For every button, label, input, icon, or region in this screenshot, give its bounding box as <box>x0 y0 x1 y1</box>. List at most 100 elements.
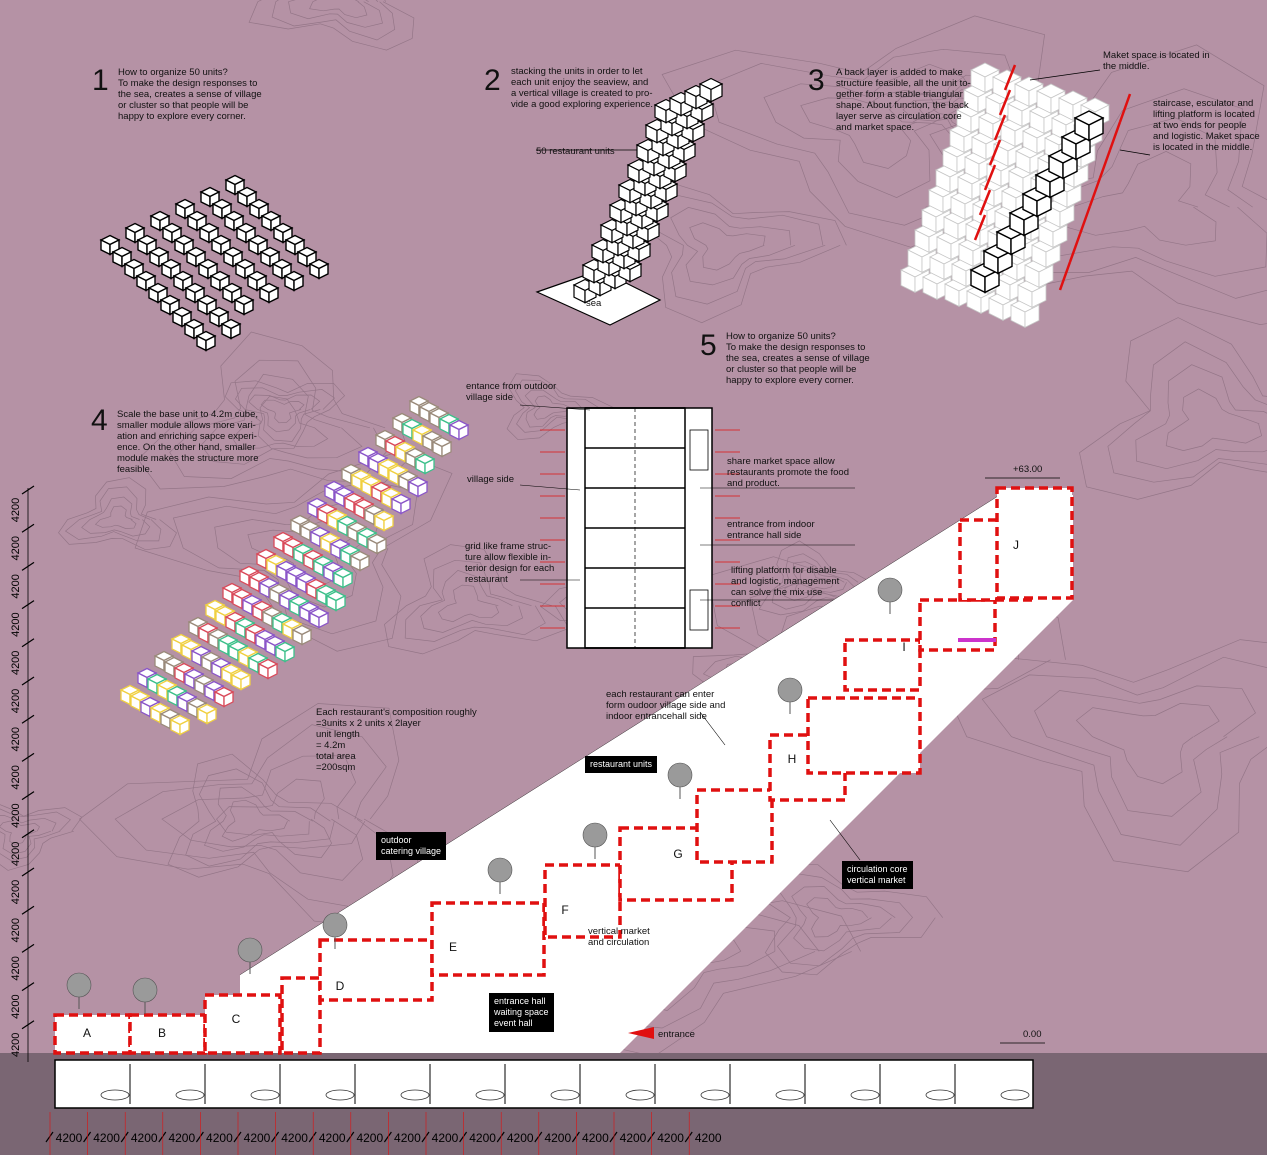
cube <box>248 571 270 593</box>
cube <box>995 224 1027 256</box>
car-icon <box>1000 1089 1030 1101</box>
dim-tick <box>45 1131 54 1143</box>
tree-icon <box>667 762 693 788</box>
dim-v-tick <box>21 523 35 533</box>
dim-v-label: 4200 <box>10 956 22 980</box>
dim-tick <box>233 1131 242 1143</box>
red-stair <box>1088 177 1102 207</box>
cube <box>922 269 952 301</box>
tree-icon <box>777 677 803 703</box>
cube <box>220 318 242 340</box>
cube <box>217 634 239 656</box>
red-stair <box>1003 64 1017 91</box>
cube <box>698 77 724 103</box>
dim-tick <box>571 1131 580 1143</box>
diagram-5-plan <box>519 404 855 649</box>
sea-plane <box>535 269 662 326</box>
dim-label: 4200 <box>695 1131 722 1145</box>
dim-v-label: 4200 <box>10 880 22 904</box>
tree-icon <box>877 577 903 603</box>
dim-tick <box>308 1131 317 1143</box>
cube <box>213 686 235 708</box>
restaurant-box <box>918 598 997 652</box>
cube <box>1047 148 1079 180</box>
cube <box>332 567 354 589</box>
dim-v-tick <box>21 791 35 801</box>
red-stair <box>978 189 992 216</box>
dim-v-label: 4200 <box>10 574 22 598</box>
red-stair <box>1078 205 1092 235</box>
cube <box>222 246 244 268</box>
cube <box>149 702 171 724</box>
dim-v-tick <box>21 561 35 571</box>
cube <box>196 703 218 725</box>
unit-letter: E <box>449 940 457 954</box>
step-5-text: How to organize 50 units? To make the de… <box>726 331 870 386</box>
dim-tick <box>684 1131 693 1143</box>
dim-v-tick <box>21 943 35 953</box>
step-5-number: 5 <box>700 329 717 362</box>
cube <box>296 246 318 268</box>
car-icon <box>550 1089 580 1101</box>
dim-label: 4200 <box>657 1131 684 1145</box>
cube <box>209 270 231 292</box>
step-1-number: 1 <box>92 64 109 97</box>
dim-v-label: 4200 <box>10 1033 22 1057</box>
cube <box>174 198 196 220</box>
cube <box>211 198 233 220</box>
dim-label: 4200 <box>356 1131 383 1145</box>
tree-icon <box>322 912 348 938</box>
dim-label: 4200 <box>56 1131 83 1145</box>
cube <box>148 246 170 268</box>
unit-letter: G <box>673 847 682 861</box>
dim-v-label: 4200 <box>10 765 22 789</box>
cube <box>129 690 151 712</box>
dim-v-tick <box>21 867 35 877</box>
magenta-bar <box>958 638 996 642</box>
dim-v-label: 4200 <box>10 612 22 636</box>
level-ground: 0.00 <box>1023 1029 1042 1040</box>
dim-v-tick <box>21 638 35 648</box>
cube <box>390 493 412 515</box>
car-icon <box>475 1089 505 1101</box>
dim-v-tick <box>21 485 35 495</box>
cube <box>233 294 255 316</box>
dim-tick <box>120 1131 129 1143</box>
restaurant-box <box>843 638 922 692</box>
unit-letter: B <box>158 1026 166 1040</box>
enter-leader <box>699 711 726 746</box>
dim-tick <box>383 1131 392 1143</box>
red-stair <box>973 214 987 241</box>
entrance-arrow <box>628 1027 654 1039</box>
diagram-1-cube-field <box>99 174 330 352</box>
red-stair <box>1068 233 1082 263</box>
label-circulation-core: circulation core vertical market <box>842 861 913 889</box>
dim-tick <box>83 1131 92 1143</box>
cube <box>1073 110 1105 142</box>
car-icon <box>925 1089 955 1101</box>
dim-label: 4200 <box>206 1131 233 1145</box>
unit-letter: H <box>788 752 797 766</box>
cube <box>308 607 330 629</box>
red-stair <box>993 114 1007 141</box>
step-4-number: 4 <box>91 404 108 437</box>
tree-icon <box>582 822 608 848</box>
step-3-text: A back layer is added to make structure … <box>836 67 971 133</box>
car-icon <box>400 1089 430 1101</box>
red-stair <box>1098 149 1112 179</box>
dim-v-label: 4200 <box>10 498 22 522</box>
dim-label: 4200 <box>620 1131 647 1145</box>
unit-letter: C <box>232 1012 241 1026</box>
cube <box>123 258 145 280</box>
cube <box>271 258 293 280</box>
cube <box>349 550 371 572</box>
market-note: Maket space is located in the middle. <box>1103 50 1210 72</box>
label-lifting: lifting platform for disable and logisti… <box>731 565 840 609</box>
label-grid: grid like frame struc- ture allow flexib… <box>465 541 555 585</box>
dim-tick <box>421 1131 430 1143</box>
basement <box>54 1059 1034 1109</box>
dim-label: 4200 <box>544 1131 571 1145</box>
